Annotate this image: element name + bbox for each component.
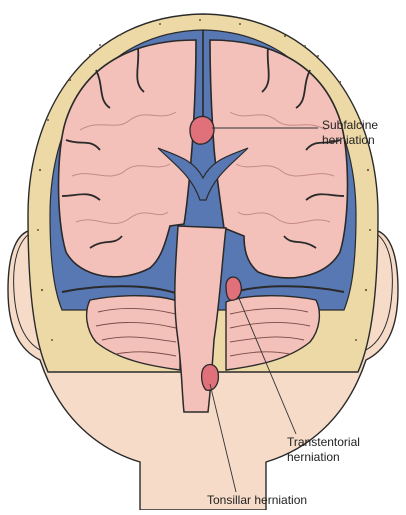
subfalcine-herniation [189, 115, 215, 145]
right-hemisphere [209, 39, 349, 279]
leader-lines [209, 127, 318, 493]
gyri [71, 111, 335, 224]
ventricles [157, 147, 249, 201]
cerebellum-left [85, 295, 181, 371]
subfalcine-label-line1: Subfalcine [322, 118, 379, 132]
brainstem [174, 225, 227, 413]
subfalcine-label-line2: herniation [322, 133, 375, 147]
cerebellum-right [225, 295, 321, 371]
tonsillar-label: Tonsillar herniation [207, 493, 308, 507]
subfalcine-label: Subfalcine herniation [322, 118, 378, 148]
right-ear [365, 231, 393, 351]
transtentorial-label: Transtentorial herniation [287, 435, 360, 465]
transtentorial-label-line1: Transtentorial [287, 435, 360, 449]
left-hemisphere [57, 39, 197, 278]
transtentorial-herniation [225, 276, 242, 301]
tonsillar-herniation [200, 363, 220, 391]
cerebellar-folia [95, 307, 311, 357]
left-ear [13, 231, 41, 351]
transtentorial-label-line2: herniation [287, 450, 340, 464]
bone-texture [37, 19, 371, 341]
sulci [61, 47, 345, 249]
